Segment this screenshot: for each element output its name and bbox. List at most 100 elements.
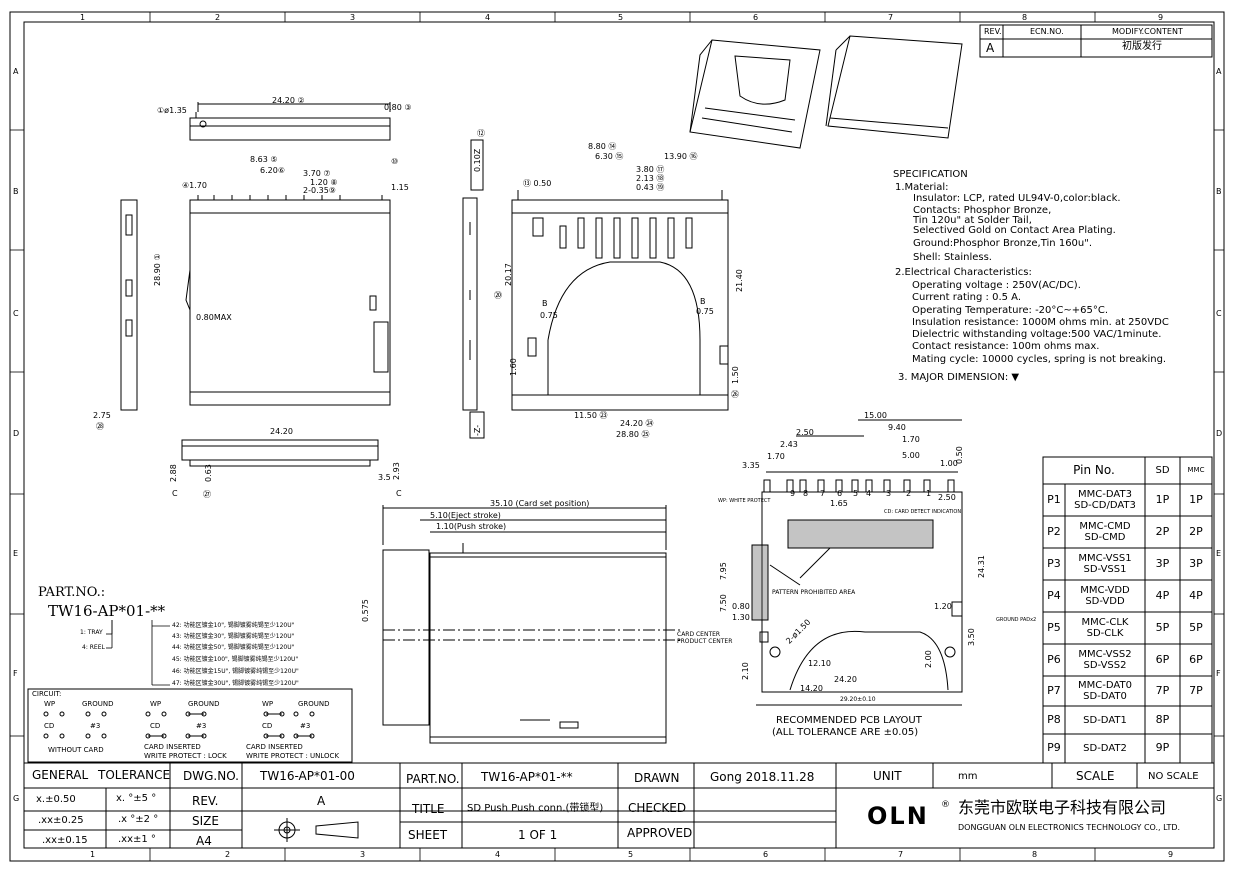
dimension-label: PATTERN PROHIBITED AREA	[772, 589, 856, 596]
col-label: 2	[225, 850, 231, 859]
row-label: D	[1216, 429, 1223, 438]
registered-icon: ®	[941, 800, 950, 810]
company-name-en: DONGGUAN OLN ELECTRONICS TECHNOLOGY CO.,…	[958, 823, 1181, 832]
dimension-label: 3.5	[378, 473, 391, 482]
pin-name: MMC-VSS1 SD-VSS1	[1078, 553, 1132, 575]
dimension-label: ⑩	[391, 157, 399, 166]
row-label: G	[1216, 794, 1223, 803]
col-label: 8	[1032, 850, 1038, 859]
dimension-label: PRODUCT CENTER	[677, 638, 733, 645]
circuit-state-inserted: CARD INSERTED	[144, 743, 201, 751]
dimension-label: 0.43 ⑲	[636, 183, 665, 192]
ecn-header: ECN.NO.	[1030, 27, 1064, 36]
part-no-option: 42: 功能区镀金10", 锡脚镀雾纯锡至少120U"	[172, 622, 295, 629]
dimension-label: 1.50	[731, 366, 740, 384]
dimension-label: ⑳	[494, 291, 502, 300]
row-label: B	[1216, 187, 1222, 196]
tolerance-3a: .xx±0.15	[42, 835, 88, 846]
circuit-cd-label: CD	[44, 722, 55, 730]
sheet-label: SHEET	[408, 828, 448, 842]
row-label: D	[13, 429, 20, 438]
circuit-state-without-card: WITHOUT CARD	[48, 746, 104, 754]
dimension-label: 0.63	[204, 464, 213, 482]
dimension-label: 13.90 ⑯	[664, 152, 698, 161]
rev-header: REV.	[984, 27, 1002, 36]
title-label: TITLE	[412, 802, 445, 816]
row-label: A	[13, 67, 19, 76]
material-line: Contacts: Phosphor Bronze,	[913, 205, 1052, 216]
col-label: 1	[80, 13, 86, 22]
dimension-label: 3.50	[967, 628, 976, 646]
pin-number: P6	[1047, 652, 1061, 666]
pcb-caption-line: (ALL TOLERANCE ARE ±0.05)	[772, 727, 919, 738]
dimension-label: 24.20 ②	[272, 96, 305, 105]
dimension-label: 1.65	[830, 499, 848, 508]
rev-content: 初版发行	[1122, 41, 1162, 52]
pin-mmc: 5P	[1189, 620, 1203, 634]
dimension-label: GROUND PADx2	[996, 617, 1037, 623]
dimension-label: ㉗	[203, 490, 211, 499]
electrical-line: Current rating : 0.5 A.	[912, 292, 1022, 303]
pcb-pin-number: 3	[886, 489, 892, 498]
row-label: F	[13, 669, 18, 678]
tolerance-3b: .xx±1 °	[118, 834, 156, 845]
dimension-label: 0.10Z	[473, 148, 482, 172]
dimension-label: B	[700, 297, 706, 306]
col-label: 4	[495, 850, 501, 859]
dimension-label: 24.20 ㉔	[620, 419, 654, 428]
dimension-label: 3.80 ⑰	[636, 165, 665, 174]
circuit-n3-label: #3	[196, 722, 207, 730]
col-label: 5	[618, 13, 624, 22]
col-label: 7	[888, 13, 894, 22]
dimension-label: 2.00	[924, 650, 933, 668]
pcb-pin-number: 4	[866, 489, 872, 498]
pcb-pin-number: 9	[790, 489, 796, 498]
part-no-reel: 4: REEL	[82, 644, 105, 651]
circuit-n3-label: #3	[300, 722, 311, 730]
col-label: 5	[628, 850, 634, 859]
col-label: 9	[1168, 850, 1174, 859]
dimension-label: 1.20 ⑧	[310, 178, 338, 187]
col-label: 2	[215, 13, 221, 22]
dwg-no: TW16-AP*01-00	[260, 769, 355, 783]
electrical-line: Insulation resistance: 1000M ohms min. a…	[912, 317, 1169, 328]
pin-mmc: 7P	[1189, 683, 1203, 697]
dimension-label: 1.30	[732, 613, 750, 622]
pin-name: SD-DAT2	[1083, 743, 1127, 754]
rev-label: REV.	[192, 794, 219, 808]
electrical-line: Contact resistance: 100m ohms max.	[912, 341, 1100, 352]
pin-number: P8	[1047, 712, 1061, 726]
circuit-state-lock: WRITE PROTECT : LOCK	[144, 752, 227, 760]
dimension-label: 7.50	[719, 594, 728, 612]
dimension-label: 2.43	[780, 440, 798, 449]
col-label: 6	[763, 850, 769, 859]
row-label: G	[13, 794, 20, 803]
general-label: GENERAL	[32, 768, 89, 782]
part-no-option: 43: 功能区镀金30", 锡脚镀雾纯锡至少120U"	[172, 633, 295, 640]
dimension-label: 3.70 ⑦	[303, 169, 331, 178]
dimension-label: 0.80	[732, 602, 750, 611]
pin-mmc	[1180, 734, 1212, 763]
dimension-label: 1.70	[902, 435, 920, 444]
dimension-label: 6.20⑥	[260, 166, 285, 175]
dimension-label: 2.10	[741, 662, 750, 680]
company-name-cn: 东莞市欧联电子科技有限公司	[958, 798, 1167, 817]
pin-sd: 8P	[1155, 712, 1170, 726]
modify-header: MODIFY.CONTENT	[1112, 27, 1183, 36]
pcb-pin-number: 6	[837, 489, 843, 498]
pin-mmc	[1180, 706, 1212, 734]
dimension-label: 1.60	[509, 358, 518, 376]
pcb-pin-number: 2	[906, 489, 912, 498]
dimension-label: 24.31	[977, 555, 986, 578]
dimension-label: ㉖	[731, 390, 739, 399]
pcb-pin-number: 7	[820, 489, 826, 498]
part-no-title-label: PART.NO.	[406, 772, 460, 786]
row-label: F	[1216, 669, 1221, 678]
pin-sd: 4P	[1155, 588, 1170, 602]
col-label: 3	[360, 850, 366, 859]
pin-mmc: 6P	[1189, 652, 1203, 666]
circuit-state-unlock: WRITE PROTECT : UNLOCK	[246, 752, 340, 760]
dimension-label: C	[172, 489, 178, 498]
pin-sd: 1P	[1155, 492, 1170, 506]
row-label: A	[1216, 67, 1222, 76]
